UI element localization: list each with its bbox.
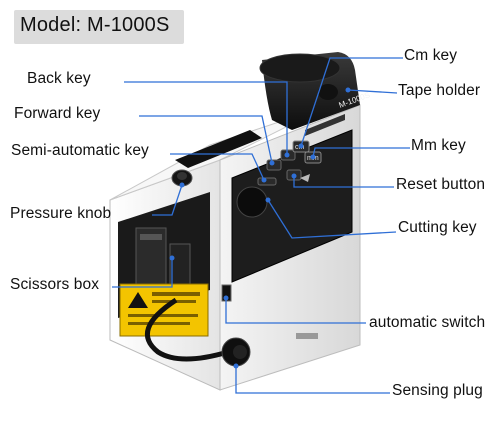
leader-fwd xyxy=(139,115,273,164)
control-panel xyxy=(231,129,353,283)
label-tape-holder: Tape holder xyxy=(398,82,481,99)
leader-cm xyxy=(300,57,403,147)
leader-cut xyxy=(267,199,397,239)
leader-sciss xyxy=(112,258,173,288)
leader-auto xyxy=(225,298,366,324)
label-cm-key: Cm key xyxy=(404,47,458,64)
top-slot xyxy=(175,130,262,168)
tape-roll-end xyxy=(259,53,341,83)
leader-mm xyxy=(312,147,410,158)
label-mm-key: Mm key xyxy=(411,137,466,154)
scissors-key-glyph xyxy=(300,174,310,182)
label-automatic-switch: automatic switch xyxy=(369,314,486,331)
semi-auto-key xyxy=(257,177,277,186)
model-title: Model: M-1000S xyxy=(20,14,170,36)
panel-display-strip xyxy=(305,114,345,136)
leader-lines xyxy=(112,57,410,394)
sensing-plug-cable xyxy=(145,297,229,362)
label-back-key: Back key xyxy=(27,70,91,87)
leader-reset xyxy=(293,176,394,188)
label-pressure-knob: Pressure knob xyxy=(10,205,112,222)
leader-tape xyxy=(347,89,398,94)
label-sensing-plug: Sensing plug xyxy=(392,382,483,399)
label-scissors-box: Scissors box xyxy=(10,276,100,293)
model-title-box xyxy=(14,10,184,44)
leader-press xyxy=(152,184,183,216)
cutting-key-dial xyxy=(236,186,268,218)
leader-back xyxy=(124,81,288,155)
leader-dots xyxy=(169,87,351,369)
label-reset-button: Reset button xyxy=(396,176,486,193)
leader-semi xyxy=(170,153,265,181)
label-semi-automatic-key: Semi-automatic key xyxy=(11,142,149,159)
leader-sense xyxy=(235,366,390,394)
label-cutting-key: Cutting key xyxy=(398,219,477,236)
label-forward-key: Forward key xyxy=(14,105,101,122)
